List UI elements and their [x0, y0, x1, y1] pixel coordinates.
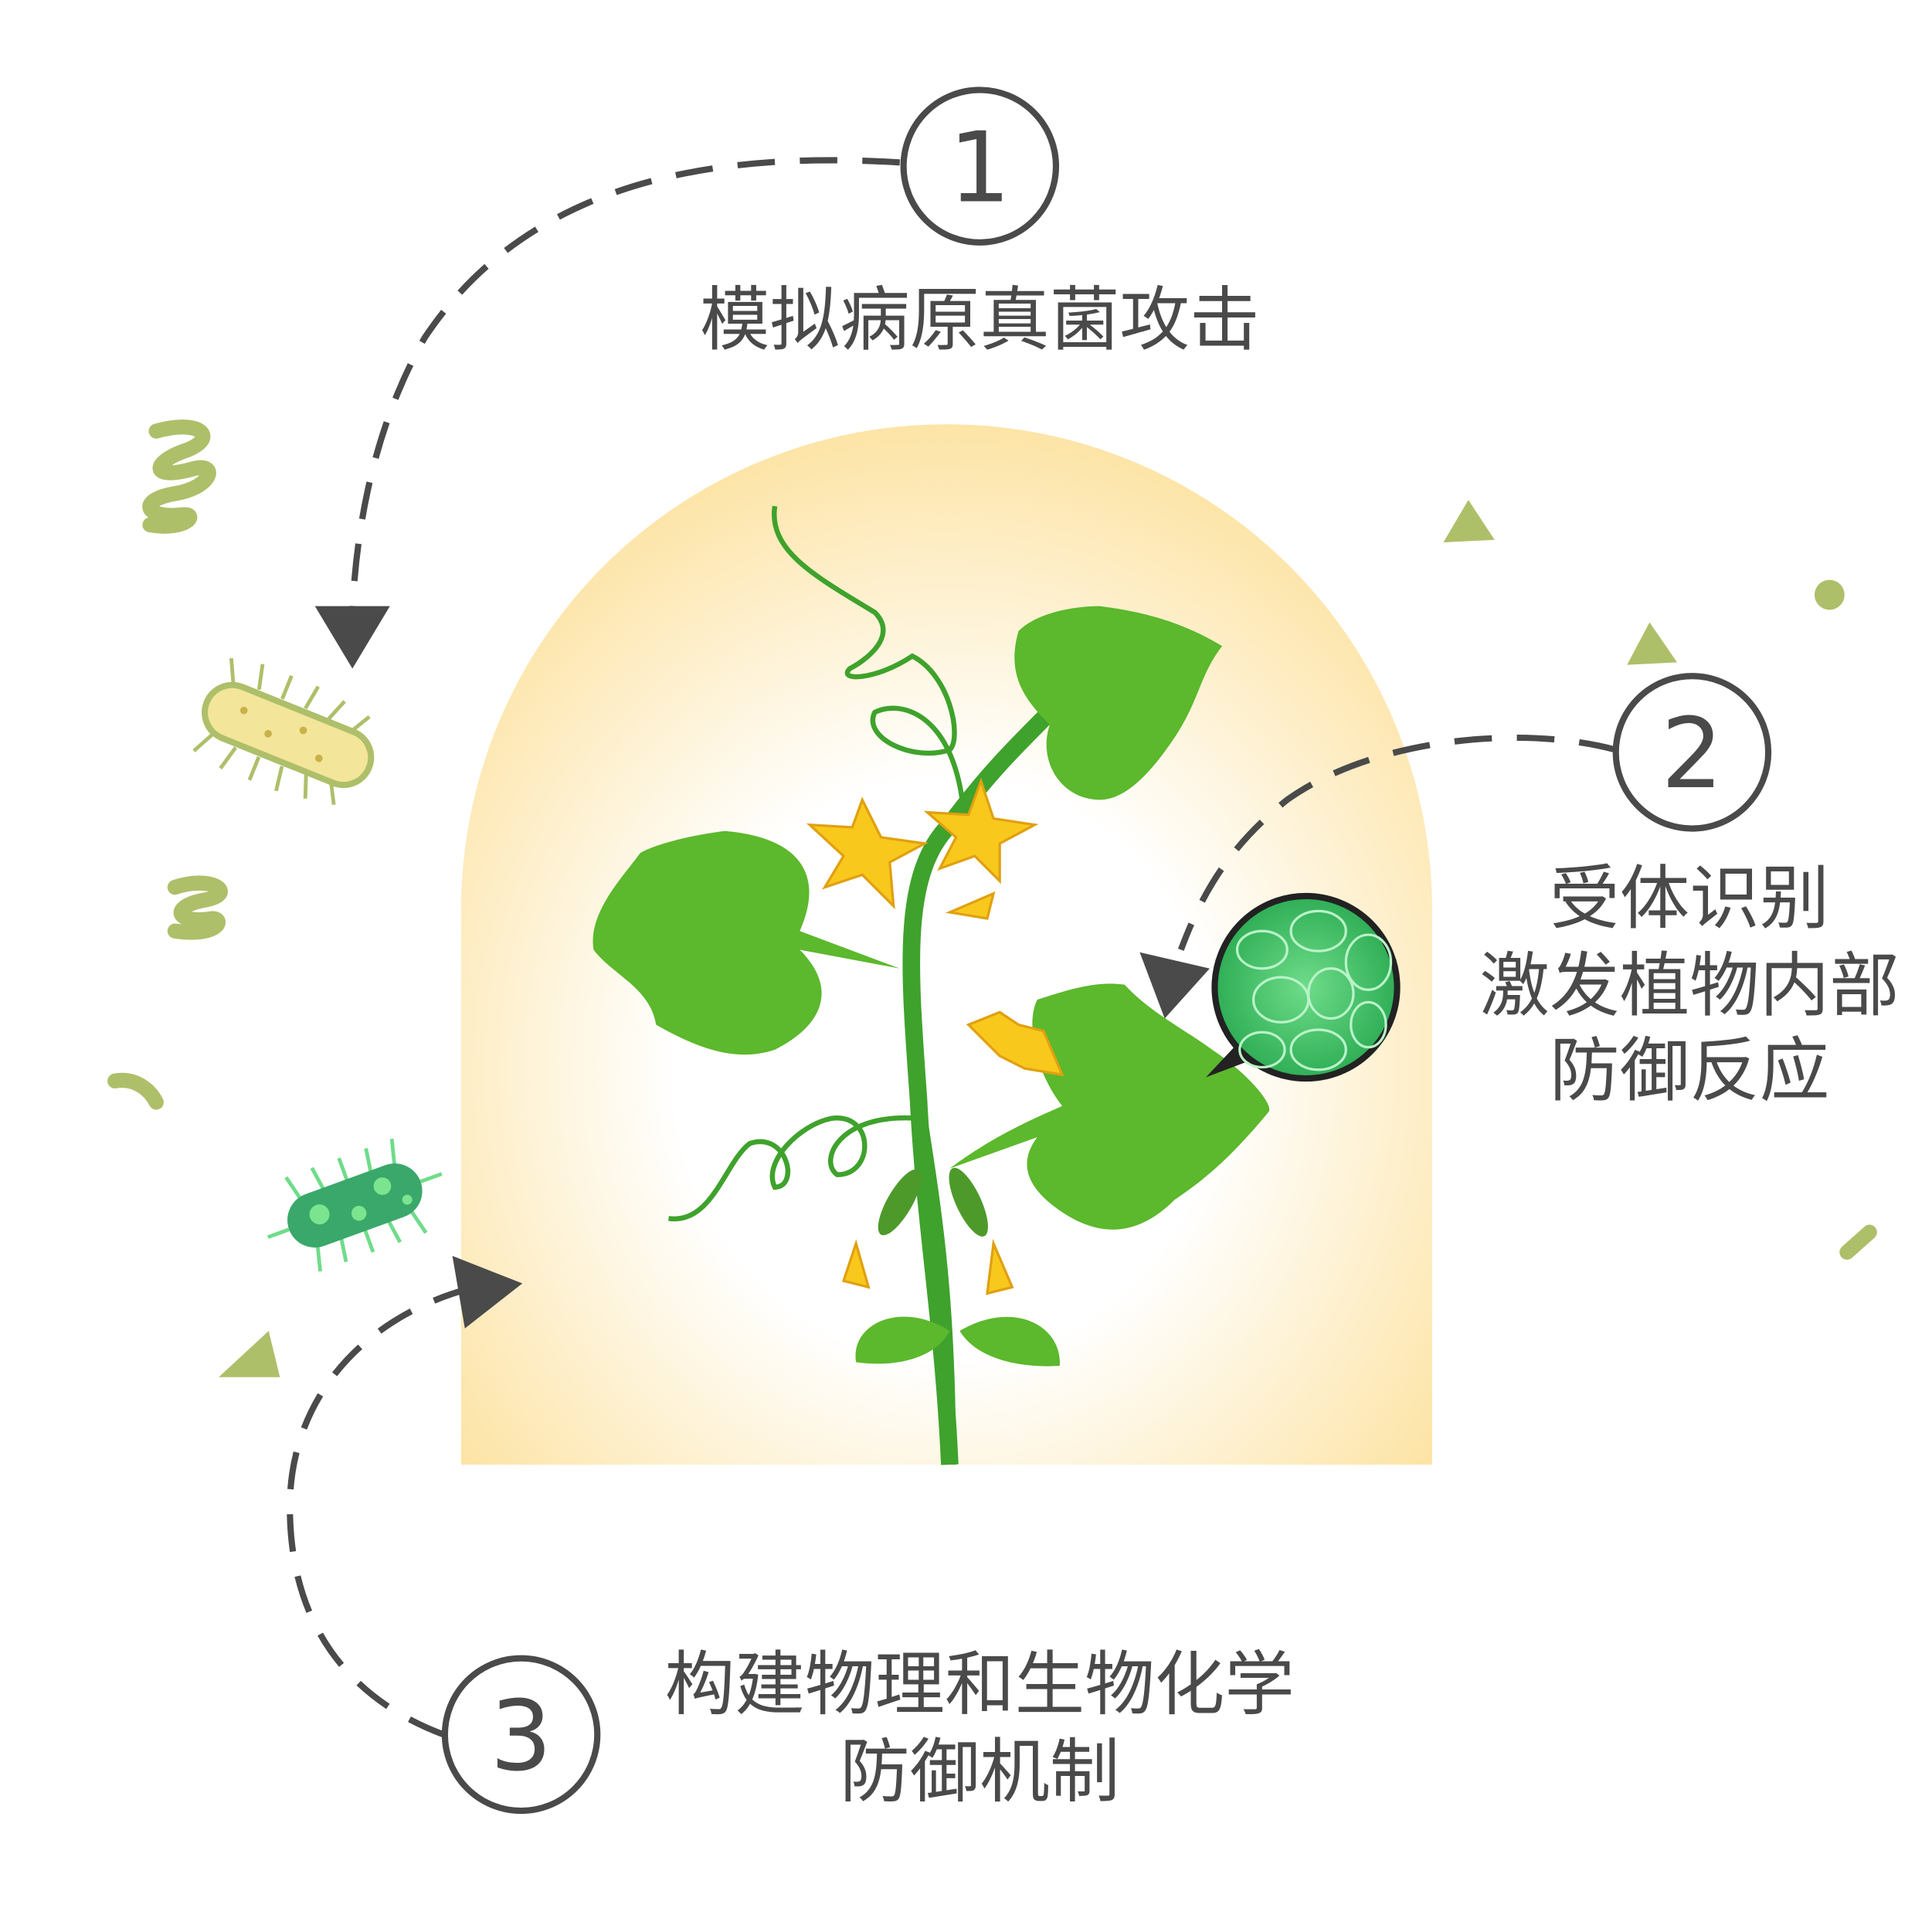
step-3-label-line-1: 构建物理和生物化学	[665, 1644, 1295, 1725]
step-2-number: 2	[1661, 697, 1723, 810]
dash-decoration	[1839, 1224, 1877, 1260]
step-2-label-line-1: 受体识别	[1550, 858, 1829, 939]
step-2-badge: 2	[1612, 673, 1772, 832]
dot-decoration	[1814, 579, 1845, 610]
curve-decoration	[107, 1072, 164, 1110]
step-1-number: 1	[949, 110, 1010, 224]
arrow-head-3	[452, 1255, 523, 1329]
rod-bacterium-yellow	[192, 657, 375, 806]
arrow-head-1	[314, 606, 390, 669]
step-3-number: 3	[490, 1679, 552, 1793]
dashed-arrow-path-1	[349, 157, 901, 613]
triangle-decoration	[1443, 500, 1495, 543]
cotyledon-leaf	[959, 1316, 1060, 1367]
dashed-arrow-path-3	[287, 1284, 476, 1738]
flower	[806, 777, 1064, 1295]
step-2-label-line-2: 激发植物内部	[1479, 946, 1899, 1027]
triangle-decoration	[219, 1330, 280, 1377]
step-1-label: 模拟病原真菌攻击	[700, 280, 1260, 361]
squiggle-microbe	[142, 419, 216, 534]
step-3-label-line-2: 防御机制	[840, 1732, 1119, 1813]
leaf	[949, 983, 1270, 1230]
cell-magnifier	[1206, 892, 1401, 1082]
triangle-decoration	[1627, 622, 1677, 665]
arrow-head-2	[1139, 952, 1210, 1019]
cotyledon-leaf	[855, 1316, 950, 1364]
rod-bacterium-green	[267, 1139, 443, 1272]
step-1-badge: 1	[900, 87, 1060, 246]
leaf	[1014, 606, 1223, 800]
dashed-arrow-path-2	[1177, 734, 1617, 951]
cucumber-plant	[593, 505, 1270, 1465]
step-2-label-line-3: 防御反应	[1550, 1031, 1829, 1112]
leaf	[593, 830, 900, 1055]
step-3-badge: 3	[441, 1655, 601, 1815]
squiggle-microbe	[167, 875, 228, 940]
